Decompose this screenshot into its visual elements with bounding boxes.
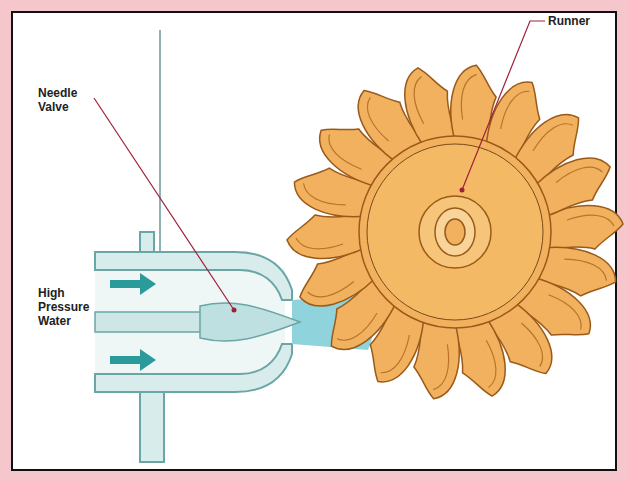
- leader-line: [462, 21, 545, 190]
- nozzle-wall: [95, 344, 292, 392]
- frame: [12, 12, 616, 470]
- runner-label: Runner: [548, 14, 614, 28]
- spindle-rod: [159, 30, 161, 252]
- needle-rod: [95, 312, 205, 332]
- leader-line: [94, 98, 234, 310]
- part-label: Needle Valve: [38, 86, 94, 114]
- leader-dot: [460, 188, 465, 193]
- runner: [287, 62, 623, 402]
- flange: [140, 232, 154, 254]
- nozzle-wall: [95, 252, 292, 300]
- leader-dot: [232, 308, 237, 313]
- flow-arrow: [110, 349, 156, 371]
- needle-valve: [200, 303, 300, 341]
- flow-arrow: [110, 273, 156, 295]
- part-label: High Pressure Water: [38, 286, 98, 328]
- branch-pipe: [140, 390, 164, 462]
